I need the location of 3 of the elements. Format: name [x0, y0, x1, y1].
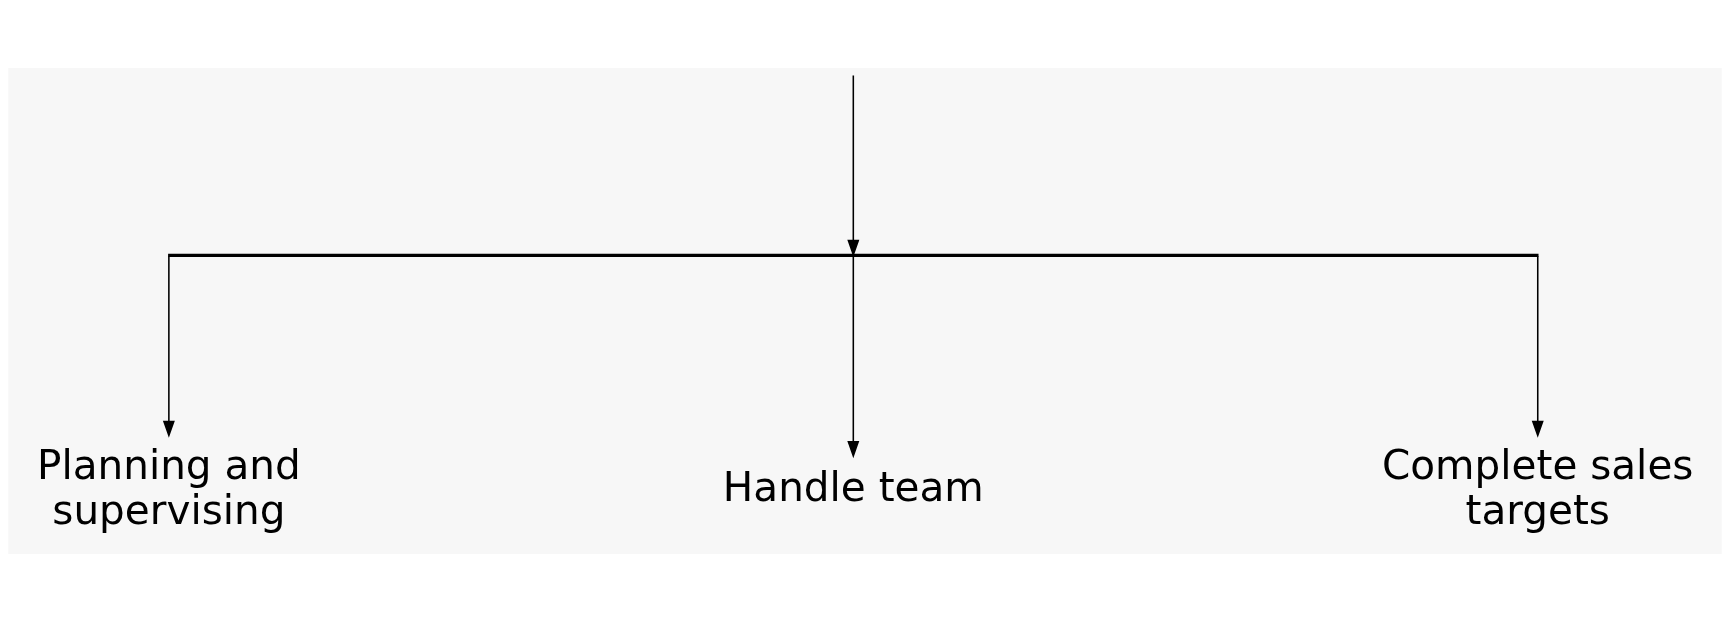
node-text: Complete sales targets	[1382, 440, 1694, 535]
node-text: Planning and supervising	[37, 440, 301, 535]
node-text: Handle team	[722, 463, 984, 512]
